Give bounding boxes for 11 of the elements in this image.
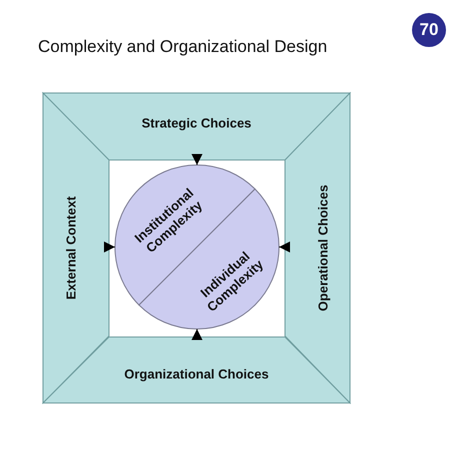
slide-title: Complexity and Organizational Design <box>38 37 328 57</box>
band-label: External Context <box>63 196 78 300</box>
band-label: Organizational Choices <box>124 366 269 382</box>
arrow <box>104 242 116 252</box>
arrow <box>192 328 202 340</box>
band-label: Operational Choices <box>315 184 330 312</box>
arrow <box>192 154 202 166</box>
arrow <box>278 242 290 252</box>
page-number: 70 <box>420 20 438 40</box>
band-label: Strategic Choices <box>142 116 252 131</box>
page-number-badge <box>412 13 446 47</box>
